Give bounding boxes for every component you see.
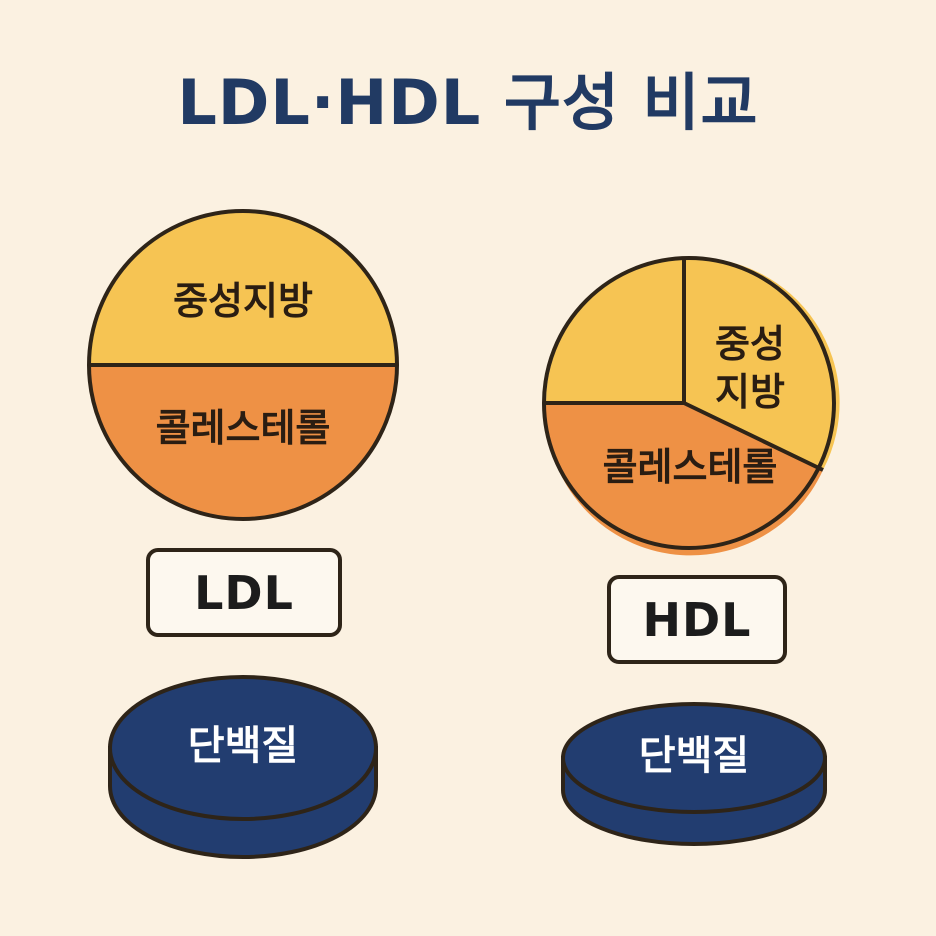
hdl-label-box: HDL: [607, 575, 787, 664]
hdl-protein-disc: 단백질: [561, 702, 827, 846]
ldl-particle: 중성지방 콜레스테롤: [87, 209, 399, 521]
ldl-triglyceride-label: 중성지방: [173, 279, 313, 323]
hdl-outline: [542, 256, 836, 550]
ldl-cholesterol-segment: [89, 365, 397, 519]
page-title: LDL·HDL 구성 비교: [177, 66, 759, 139]
ldl-outline: [87, 209, 399, 521]
ldl-cholesterol-label: 콜레스테롤: [156, 406, 331, 450]
ldl-protein-disc: 단백질: [108, 675, 378, 859]
hdl-divider-diagonal: [683, 401, 824, 472]
hdl-triglyceride-label-line2: 지방: [715, 370, 785, 414]
ldl-protein-label: 단백질: [188, 723, 298, 769]
hdl-protein-label: 단백질: [639, 733, 749, 779]
hdl-triglyceride-label-line1: 중성: [715, 322, 785, 366]
ldl-protein-top: [108, 675, 378, 821]
ldl-label-box: LDL: [146, 548, 342, 637]
hdl-upper-left-segment: [545, 258, 684, 403]
hdl-protein-top: [561, 702, 827, 814]
hdl-cholesterol-segment: [545, 403, 823, 556]
hdl-particle: 중성 지방 콜레스테롤: [542, 256, 840, 556]
ldl-triglyceride-segment: [89, 211, 397, 365]
hdl-cholesterol-label: 콜레스테롤: [603, 445, 778, 489]
